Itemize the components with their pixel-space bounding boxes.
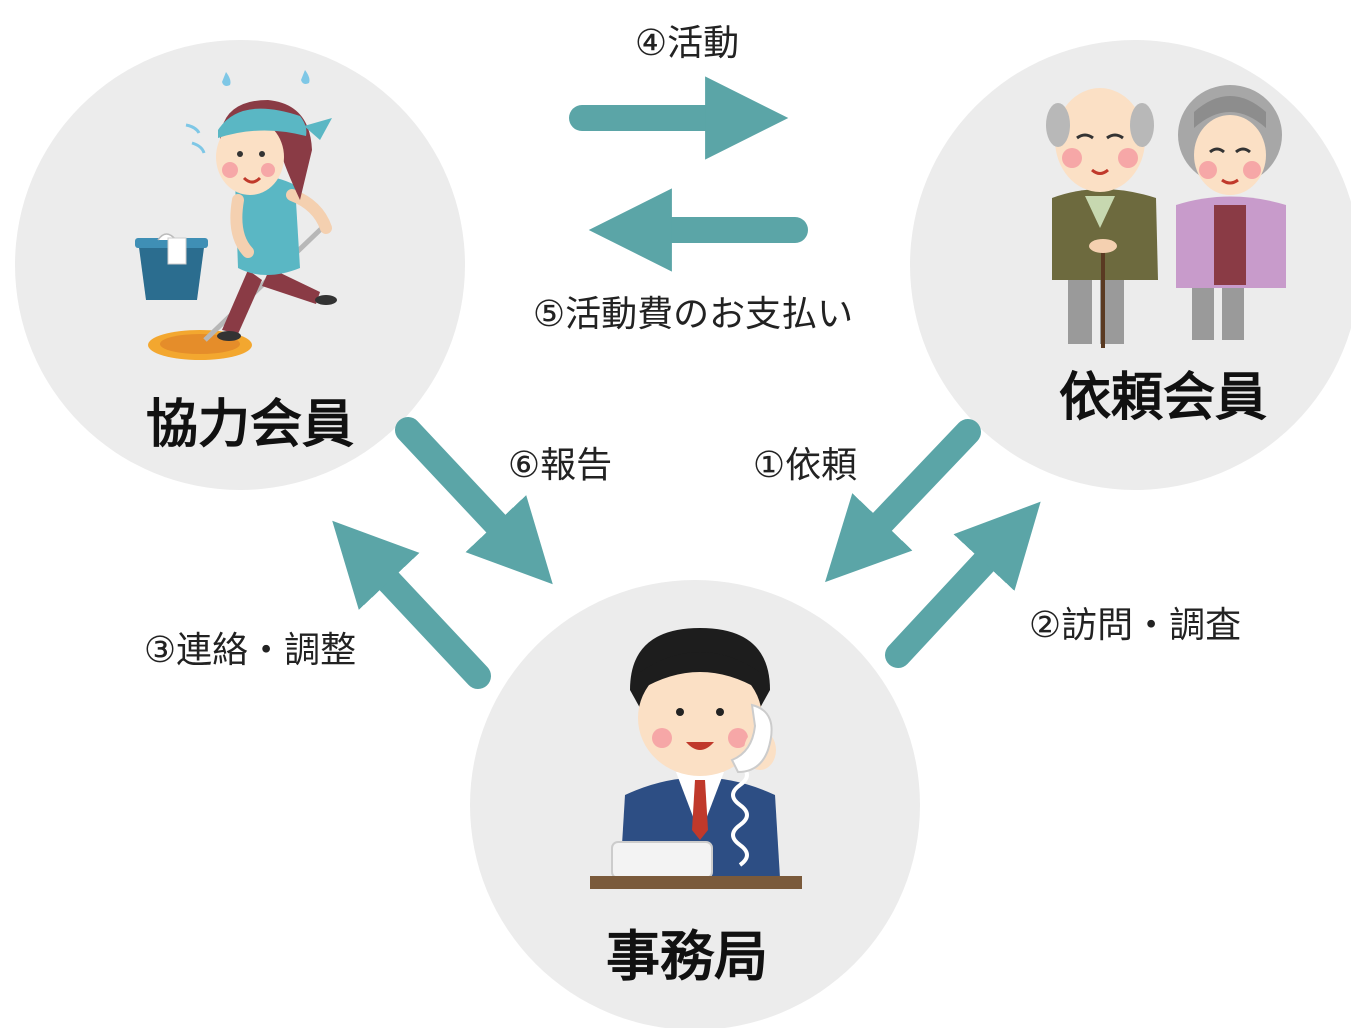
visit-arrow xyxy=(885,501,1041,668)
woman-mopping-floor-illustration xyxy=(135,70,337,360)
step-visit-label: ②訪問・調査 xyxy=(1029,605,1241,646)
step-activity-label: ④活動 xyxy=(635,23,739,64)
step-request-label: ①依頼 xyxy=(753,445,857,486)
helper-label: 協力会員 xyxy=(146,395,354,455)
elderly-couple-illustration xyxy=(1046,85,1286,348)
step-contact-label: ③連絡・調整 xyxy=(144,630,356,671)
office-label: 事務局 xyxy=(606,925,768,988)
contact-arrow xyxy=(332,520,491,689)
step-payment-label: ⑤活動費のお支払い xyxy=(533,294,853,335)
office-worker-on-phone-illustration xyxy=(590,628,802,889)
requester-label: 依頼会員 xyxy=(1059,368,1267,428)
report-arrow xyxy=(395,417,553,585)
request-arrow xyxy=(825,419,981,583)
step-report-label: ⑥報告 xyxy=(508,445,612,486)
